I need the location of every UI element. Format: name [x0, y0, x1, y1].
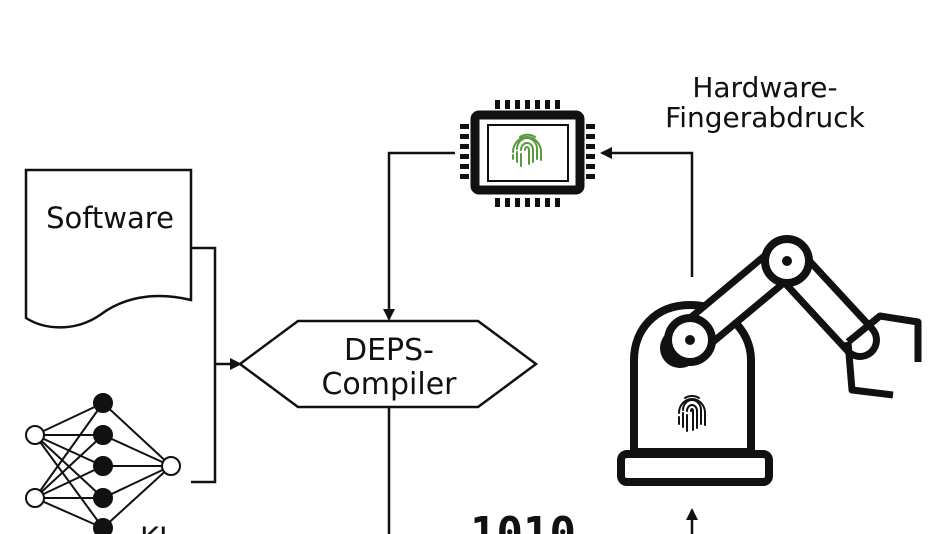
hardware-label-line1: Hardware-: [692, 71, 837, 104]
ki-label: KI: [140, 521, 168, 534]
software-document-icon: [24, 168, 193, 329]
chip-to-compiler-arrow: [383, 151, 455, 321]
input-bracket-connector: [191, 246, 242, 484]
robot-arm-icon: [617, 235, 922, 486]
fingerprint-icon: [512, 133, 542, 167]
neural-network-icon: [25, 393, 181, 534]
compiler-label-line2: Compiler: [321, 367, 457, 402]
binary-code-label: 1010: [470, 508, 576, 534]
software-label: Software: [46, 201, 174, 235]
deps-compiler-node: [237, 319, 539, 409]
compiler-label-line1: DEPS-: [344, 333, 434, 368]
robot-to-chip-arrow: [600, 147, 694, 277]
chip-fingerprint-icon: [460, 100, 595, 207]
hardware-label-line2: Fingerabdruck: [665, 101, 865, 134]
robot-fingerprint-icon: [678, 394, 706, 432]
